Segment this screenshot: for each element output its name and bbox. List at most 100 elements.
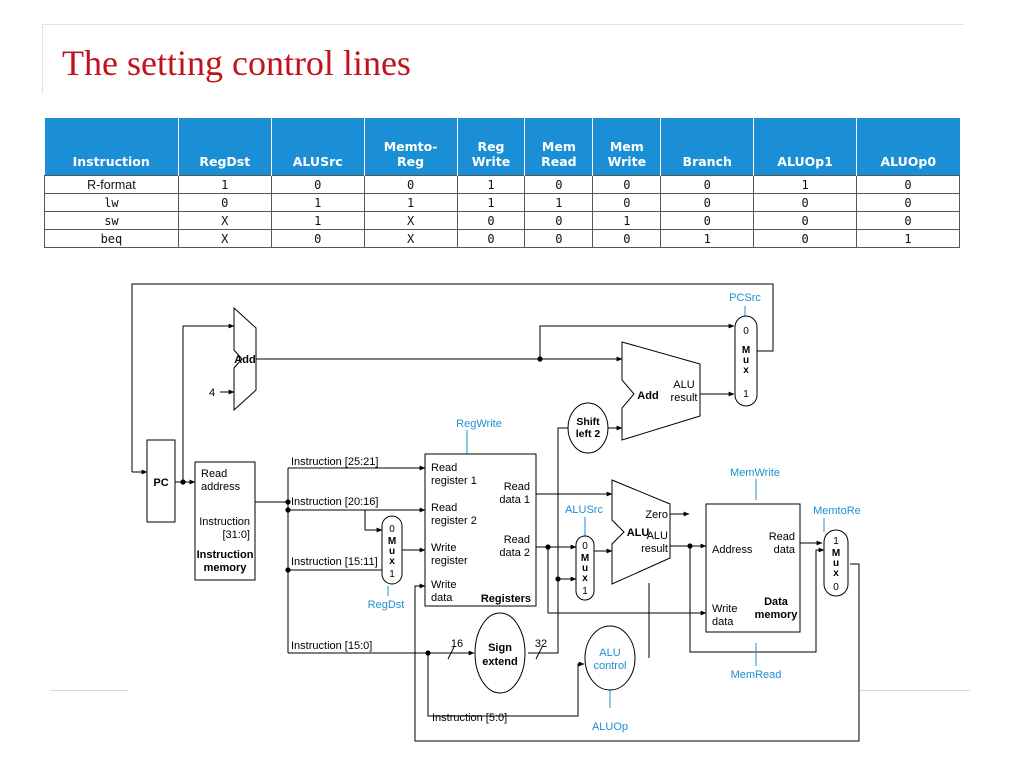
table-cell: 0	[270, 229, 365, 248]
regdst-mux-m: M	[388, 536, 396, 547]
junction-dots	[180, 356, 693, 656]
reg-wdata-line2: data	[431, 592, 453, 604]
dmem-write-line2: data	[712, 616, 734, 628]
table-cell: 1	[270, 211, 365, 230]
reg-read1-line1: Read	[431, 462, 457, 474]
table-cell: 0	[753, 211, 858, 230]
alusrc-mux-m: M	[581, 553, 589, 564]
pcsrc-mux-x: x	[743, 365, 749, 376]
table-cell: 1	[456, 193, 526, 212]
table-cell: 1	[363, 193, 458, 212]
column-header: ALUOp1	[753, 118, 857, 176]
pc-register	[146, 439, 176, 523]
column-header: ALUOp0	[856, 118, 960, 176]
alu-zero-label: Zero	[645, 509, 668, 521]
table-cell: 0	[592, 175, 662, 194]
alusrc-mux-x: x	[582, 573, 588, 584]
signal-alusrc: ALUSrc	[565, 504, 603, 516]
slide-title: The setting control lines	[62, 43, 411, 83]
reg-wdata-line1: Write	[431, 579, 456, 591]
column-header: ALUSrc	[270, 118, 365, 176]
memtoreg-mux	[823, 529, 849, 597]
alu-control-line2: control	[593, 660, 626, 672]
regdst-mux-zero: 0	[389, 524, 395, 535]
instr-15-0-label: Instruction [15:0]	[291, 640, 372, 652]
imem-name-line2: memory	[204, 562, 248, 574]
table-cell: 0	[660, 211, 755, 230]
table-cell: 0	[524, 175, 594, 194]
table-cell: 0	[660, 193, 755, 212]
table-cell: 0	[592, 229, 662, 248]
imem-name-line1: Instruction	[197, 549, 254, 561]
memtoreg-mux-u: u	[833, 558, 839, 569]
signal-memtoreg: MemtoReg	[813, 505, 860, 517]
signal-regdst: RegDst	[368, 599, 405, 611]
datapath-diagram: PC Add 4 Add ALU result 0 M u x 1 Shift …	[128, 268, 867, 762]
pc-adder-label: Add	[234, 354, 255, 366]
pc-label: PC	[153, 477, 168, 489]
dmem-address: Address	[712, 544, 753, 556]
instruction-cell: sw	[44, 211, 179, 230]
table-cell: 0	[270, 175, 365, 194]
imem-read-line2: address	[201, 481, 241, 493]
table-cell: 0	[660, 175, 755, 194]
table-cell: 0	[177, 193, 272, 212]
dmem-read-line2: data	[774, 544, 796, 556]
alu-control	[584, 625, 636, 691]
table-cell: 0	[753, 229, 858, 248]
reg-rdata1-line1: Read	[504, 481, 530, 493]
data-memory	[705, 503, 801, 633]
imem-read-line1: Read	[201, 468, 227, 480]
imem-instr-line1: Instruction	[199, 516, 250, 528]
instruction-cell: beq	[44, 229, 179, 248]
table-cell: X	[363, 211, 458, 230]
table-cell: 0	[524, 211, 594, 230]
alusrc-mux-zero: 0	[582, 541, 588, 552]
reg-read1-line2: register 1	[431, 475, 477, 487]
table-cell: 1	[177, 175, 272, 194]
datapath-wires	[131, 283, 860, 742]
sign-extend-line2: extend	[482, 656, 517, 668]
table-cell: 1	[592, 211, 662, 230]
regdst-mux-one: 1	[389, 569, 395, 580]
sign-extend	[474, 612, 526, 694]
shift-left-2	[567, 402, 609, 454]
reg-read2-line1: Read	[431, 502, 457, 514]
pcsrc-mux	[734, 315, 758, 407]
branch-adder-label: Add	[637, 390, 658, 402]
table-cell: X	[177, 229, 272, 248]
registers-label: Registers	[481, 593, 531, 605]
instruction-memory	[194, 461, 256, 581]
table-cell: 0	[363, 175, 458, 194]
shift-left-line2: left 2	[576, 428, 601, 440]
signal-pcsrc: PCSrc	[729, 292, 761, 304]
bits-16-label: 16	[451, 638, 463, 650]
table-cell: 1	[753, 175, 858, 194]
branch-adder	[621, 341, 701, 441]
branch-adder-result-line2: result	[671, 392, 698, 404]
reg-write-line1: Write	[431, 542, 456, 554]
reg-rdata2-line1: Read	[504, 534, 530, 546]
left-rule	[42, 24, 43, 94]
table-cell: 1	[856, 229, 960, 248]
table-cell: X	[363, 229, 458, 248]
column-header: Branch	[660, 118, 754, 176]
reg-rdata2-line2: data 2	[499, 547, 530, 559]
instruction-cell: R-format	[44, 175, 179, 194]
register-file	[424, 453, 537, 607]
alusrc-mux-u: u	[582, 563, 588, 574]
instr-5-0-label: Instruction [5:0]	[432, 712, 507, 724]
table-cell: 1	[456, 175, 526, 194]
instruction-cell: lw	[44, 193, 179, 212]
table-cell: 0	[456, 229, 526, 248]
sign-extend-line1: Sign	[488, 642, 512, 654]
bits-32-label: 32	[535, 638, 547, 650]
memtoreg-mux-one: 1	[833, 536, 839, 547]
alu-label: ALU	[627, 527, 650, 539]
